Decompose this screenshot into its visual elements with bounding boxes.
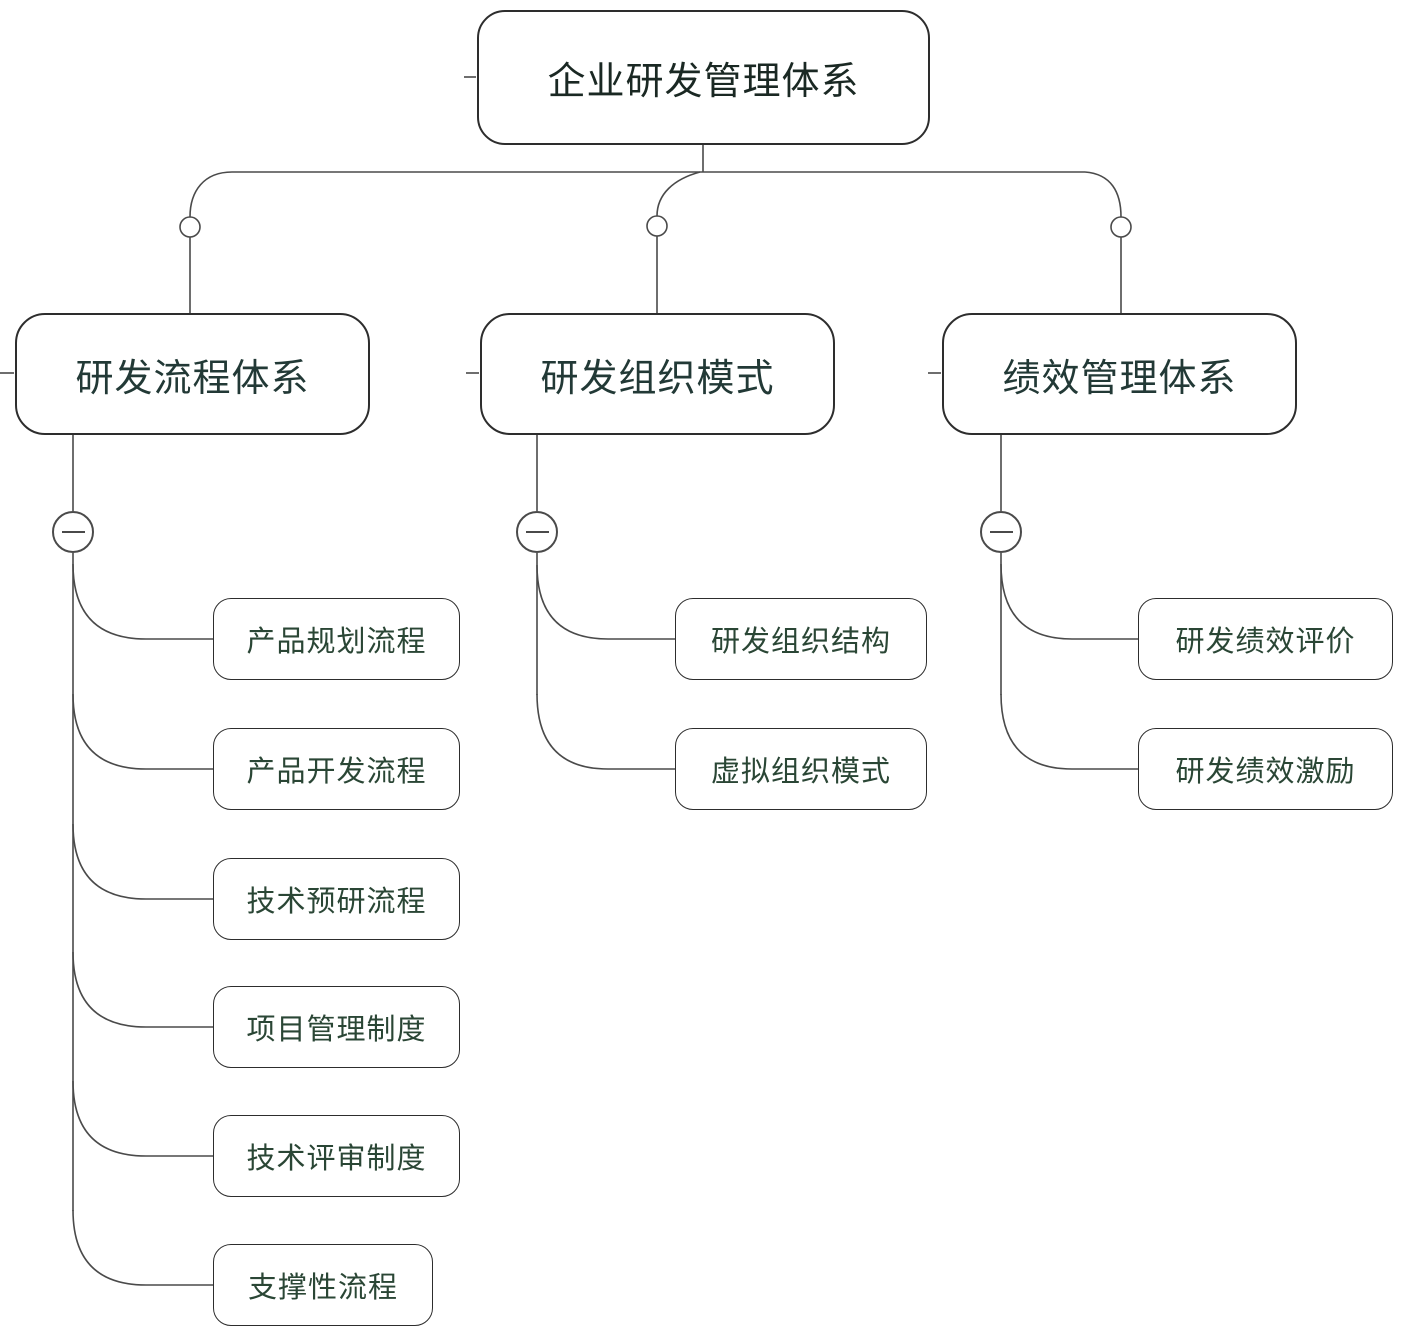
collapse-button[interactable]	[980, 511, 1022, 553]
connector-junction-circle	[1110, 216, 1132, 238]
connector-line	[72, 693, 213, 770]
leaf-node[interactable]: 支撑性流程	[213, 1244, 433, 1326]
connector-line	[656, 171, 701, 217]
connector-junction-circle	[646, 215, 668, 237]
leaf-node[interactable]: 产品规划流程	[213, 598, 460, 680]
leaf-node[interactable]: 研发绩效评价	[1138, 598, 1393, 680]
leaf-node[interactable]: 虚拟组织模式	[675, 728, 927, 810]
connector-line	[1000, 693, 1138, 770]
leaf-node[interactable]: 产品开发流程	[213, 728, 460, 810]
collapse-button[interactable]	[52, 511, 94, 553]
branch-node-rd-org-mode[interactable]: 研发组织模式	[480, 313, 835, 435]
leaf-node[interactable]: 技术评审制度	[213, 1115, 460, 1197]
connector-line	[72, 1209, 213, 1286]
minus-icon	[61, 531, 85, 533]
leaf-node[interactable]: 技术预研流程	[213, 858, 460, 940]
connector-line	[72, 563, 213, 640]
connector-line	[72, 951, 213, 1028]
connector-junction-circle	[179, 216, 201, 238]
connector-line	[72, 1080, 213, 1157]
leaf-node[interactable]: 研发绩效激励	[1138, 728, 1393, 810]
minus-icon	[525, 531, 549, 533]
collapse-button[interactable]	[516, 511, 558, 553]
connector-line	[536, 693, 675, 770]
connector-line	[72, 823, 213, 900]
connector-line	[1000, 563, 1138, 640]
branch-node-rd-process-system[interactable]: 研发流程体系	[15, 313, 370, 435]
root-node[interactable]: 企业研发管理体系	[477, 10, 930, 145]
leaf-node[interactable]: 项目管理制度	[213, 986, 460, 1068]
minus-icon	[989, 531, 1013, 533]
connector-line	[1084, 171, 1122, 218]
leaf-node[interactable]: 研发组织结构	[675, 598, 927, 680]
branch-node-performance-system[interactable]: 绩效管理体系	[942, 313, 1297, 435]
connector-line	[189, 171, 233, 218]
connector-line	[536, 564, 675, 640]
